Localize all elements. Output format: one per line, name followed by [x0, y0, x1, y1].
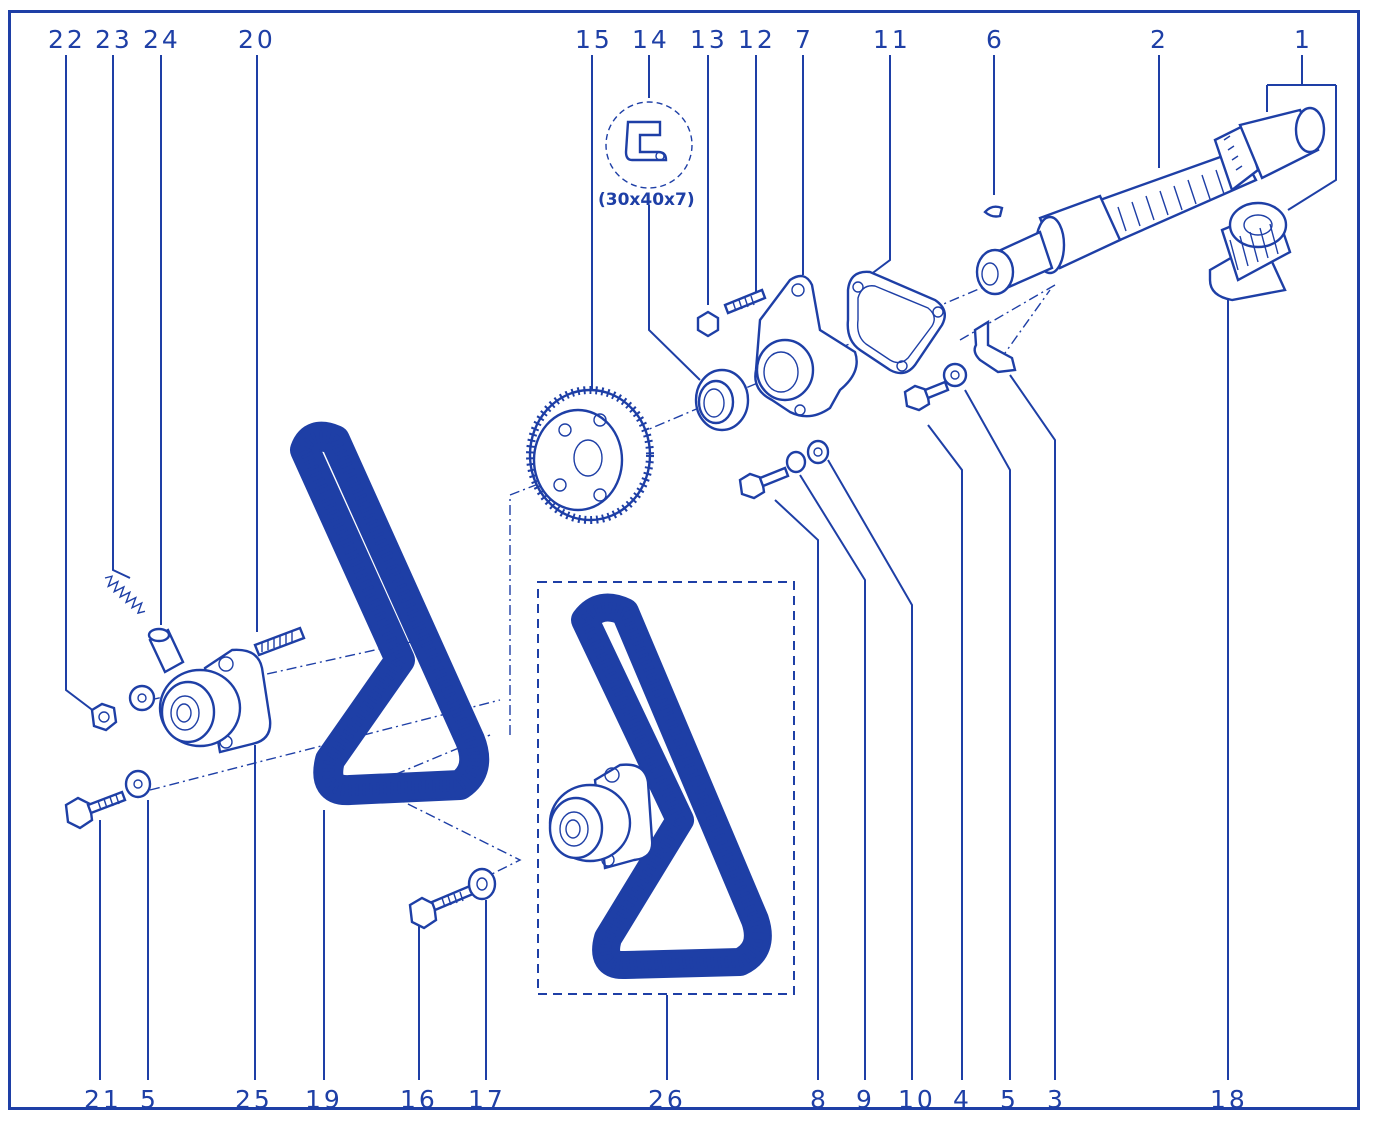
diagram-frame	[8, 10, 1360, 1110]
spacer-24	[147, 627, 185, 674]
label-1: 1	[1294, 25, 1313, 54]
bearing-housing-7	[754, 274, 858, 418]
label-17: 17	[468, 1085, 506, 1114]
nut-13	[696, 310, 720, 338]
label-21: 21	[84, 1085, 122, 1114]
label-10: 10	[898, 1085, 936, 1114]
shaft-2	[975, 106, 1326, 296]
bolt-4	[903, 380, 950, 412]
label-15: 15	[575, 25, 613, 54]
tensioner-pulley-25	[158, 648, 272, 754]
nut-22	[90, 702, 118, 732]
oil-seal-14	[694, 368, 750, 432]
timing-belt-19	[290, 421, 490, 806]
label-5-right: 5	[1000, 1085, 1019, 1114]
label-16: 16	[400, 1085, 438, 1114]
key-6	[983, 205, 1004, 218]
label-6: 6	[986, 25, 1005, 54]
bolt-21	[64, 790, 127, 830]
washer-left	[128, 684, 156, 712]
leader-lines	[65, 55, 1337, 1080]
label-8: 8	[810, 1085, 829, 1114]
camshaft-pulley-15	[526, 386, 654, 524]
label-14: 14	[632, 25, 670, 54]
label-26: 26	[648, 1085, 686, 1114]
top-labels: 22 23 24 20 15 14 13 12 7 11 6 2 1	[48, 25, 1313, 54]
stud-20	[253, 626, 306, 657]
bolt-16	[408, 884, 475, 930]
label-7: 7	[795, 25, 814, 54]
tensioner-pulley-kit	[548, 763, 654, 870]
washer-17	[467, 867, 497, 901]
washer-10	[806, 439, 830, 465]
gasket-11	[846, 270, 946, 375]
bolt-8	[738, 466, 790, 500]
label-4: 4	[953, 1085, 972, 1114]
label-25: 25	[235, 1085, 273, 1114]
kit-box-26	[537, 581, 795, 995]
seal-detail-14: (30x40x7)	[598, 101, 695, 210]
washer-9	[785, 450, 807, 474]
label-18: 18	[1210, 1085, 1248, 1114]
label-23: 23	[95, 25, 133, 54]
spring-23	[104, 575, 146, 615]
seal-spec-text: (30x40x7)	[598, 190, 695, 210]
bottom-labels: 21 5 25 19 16 17 26 8 9 10 4 5 3 18	[84, 1085, 1248, 1114]
gear-18	[1208, 201, 1292, 302]
washer-5-right	[942, 362, 968, 388]
label-12: 12	[738, 25, 776, 54]
fork-3	[973, 319, 1017, 374]
timing-belt-26	[571, 593, 772, 979]
label-11: 11	[873, 25, 911, 54]
label-22: 22	[48, 25, 86, 54]
label-3: 3	[1047, 1085, 1066, 1114]
label-9: 9	[856, 1085, 875, 1114]
label-19: 19	[305, 1085, 343, 1114]
label-2: 2	[1150, 25, 1169, 54]
label-5-left: 5	[140, 1085, 159, 1114]
label-24: 24	[143, 25, 181, 54]
washer-5-left	[124, 769, 152, 799]
label-13: 13	[690, 25, 728, 54]
stud-12	[723, 288, 767, 315]
label-20: 20	[238, 25, 276, 54]
